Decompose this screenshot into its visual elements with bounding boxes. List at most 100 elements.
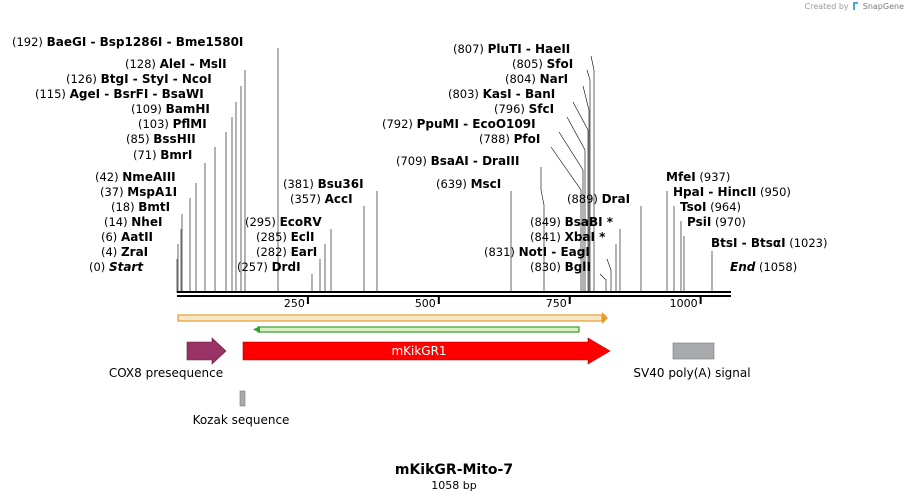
- site-label[interactable]: (807) PluTI - HaeII: [453, 42, 570, 56]
- site-position: (831): [484, 245, 519, 259]
- site-name: BsaAI: [431, 154, 469, 168]
- site-name: DrdI: [272, 260, 301, 274]
- site-name: DraIII: [482, 154, 519, 168]
- site-position: (6): [101, 230, 121, 244]
- site-name: AgeI: [70, 87, 100, 101]
- site-label[interactable]: (805) SfoI: [512, 57, 573, 71]
- site-label[interactable]: (841) XbaI *: [530, 230, 606, 244]
- site-position: (103): [138, 117, 173, 131]
- site-position: (709): [396, 154, 431, 168]
- site-label[interactable]: (295) EcoRV: [245, 215, 322, 229]
- site-label[interactable]: (14) NheI: [104, 215, 162, 229]
- site-name: BtsαI: [751, 236, 786, 250]
- site-name: DraI: [602, 192, 630, 206]
- site-label[interactable]: TsoI (964): [680, 200, 741, 214]
- site-separator: -: [169, 72, 182, 86]
- site-label[interactable]: (796) SfcI: [494, 102, 554, 116]
- site-label[interactable]: (257) DrdI: [237, 260, 301, 274]
- site-label[interactable]: (37) MspA1I: [100, 185, 177, 199]
- site-label[interactable]: (849) BsaBI *: [530, 215, 614, 229]
- site-label[interactable]: (6) AatII: [101, 230, 153, 244]
- site-name: BamHI: [166, 102, 210, 116]
- site-label[interactable]: (18) BmtI: [111, 200, 170, 214]
- site-position: (841): [530, 230, 565, 244]
- site-label[interactable]: (4) ZraI: [101, 245, 148, 259]
- site-name: PluTI: [488, 42, 522, 56]
- site-name: Bsp1286I: [100, 35, 163, 49]
- site-separator: -: [459, 117, 472, 131]
- site-position: (4): [101, 245, 121, 259]
- site-label[interactable]: (282) EarI: [256, 245, 317, 259]
- feature-cox8-arrow[interactable]: [186, 337, 227, 365]
- site-label[interactable]: (830) BglI: [530, 260, 591, 274]
- site-label[interactable]: (126) BtgI - StyI - NcoI: [66, 72, 212, 86]
- site-label[interactable]: (109) BamHI: [131, 102, 210, 116]
- site-name: NheI: [131, 215, 162, 229]
- site-position: (937): [696, 170, 731, 184]
- site-label[interactable]: (85) BssHII: [126, 132, 196, 146]
- site-name: BaeGI: [47, 35, 87, 49]
- site-label[interactable]: (889) DraI: [567, 192, 630, 206]
- site-label[interactable]: (103) PflMI: [138, 117, 207, 131]
- site-label[interactable]: (381) Bsu36I: [283, 177, 364, 191]
- feature-sv40-box[interactable]: [672, 342, 715, 360]
- site-label[interactable]: (831) NotI - EagI: [484, 245, 590, 259]
- site-label[interactable]: (788) PfoI: [479, 132, 540, 146]
- site-label[interactable]: (803) KasI - BanI: [448, 87, 555, 101]
- site-label[interactable]: (639) MscI: [436, 177, 501, 191]
- snapgene-credit: Created by SnapGene: [805, 1, 904, 11]
- site-name: AccI: [325, 192, 353, 206]
- site-label[interactable]: (357) AccI: [290, 192, 353, 206]
- site-separator: -: [86, 35, 99, 49]
- site-name: Bsu36I: [318, 177, 364, 191]
- site-position: (964): [706, 200, 741, 214]
- site-name: BmtI: [138, 200, 170, 214]
- site-position: (1023): [786, 236, 828, 250]
- site-name: BmrI: [160, 148, 192, 162]
- site-name: SfoI: [547, 57, 574, 71]
- site-position: (109): [131, 102, 166, 116]
- site-label[interactable]: (42) NmeAIII: [95, 170, 176, 184]
- restriction-site-labels: (192) BaeGI - Bsp1286I - Bme1580I (128) A…: [12, 35, 827, 274]
- site-position: (192): [12, 35, 47, 49]
- site-label[interactable]: PsiI (970): [687, 215, 746, 229]
- site-position: (126): [66, 72, 101, 86]
- site-name: TsoI: [680, 200, 706, 214]
- site-label[interactable]: (115) AgeI - BsrFI - BsaWI: [35, 87, 204, 101]
- site-label[interactable]: (709) BsaAI - DraIII: [396, 154, 519, 168]
- site-name: MscI: [471, 177, 502, 191]
- site-label[interactable]: (71) BmrI: [133, 148, 192, 162]
- site-name: BssHII: [153, 132, 195, 146]
- site-label[interactable]: BtsI - BtsαI (1023): [711, 236, 827, 250]
- feature-label-kozak: Kozak sequence: [193, 413, 290, 427]
- site-label[interactable]: MfeI (937): [666, 170, 730, 184]
- orf-inner-arrowhead-icon: [253, 326, 260, 333]
- site-name: BtsI: [711, 236, 738, 250]
- site-position: (1058): [755, 260, 797, 274]
- plasmid-length: 1058 bp: [431, 479, 476, 492]
- plasmid-name: mKikGR-Mito-7: [395, 462, 513, 478]
- site-position: (796): [494, 102, 529, 116]
- site-label[interactable]: HpaI - HincII (950): [673, 185, 791, 199]
- feature-mkikgr1-arrow[interactable]: [242, 337, 611, 365]
- site-separator: -: [512, 87, 525, 101]
- site-position: (42): [95, 170, 122, 184]
- site-position: (37): [100, 185, 127, 199]
- site-position: (282): [256, 245, 291, 259]
- site-name: BsaBI *: [565, 215, 614, 229]
- site-name: MfeI: [666, 170, 696, 184]
- site-label[interactable]: (285) EclI: [256, 230, 314, 244]
- site-position: (970): [711, 215, 746, 229]
- site-position: (18): [111, 200, 138, 214]
- site-name: MspA1I: [127, 185, 177, 199]
- site-label[interactable]: (792) PpuMI - EcoO109I: [382, 117, 536, 131]
- site-label[interactable]: End (1058): [730, 260, 797, 274]
- site-label[interactable]: (0) Start: [89, 260, 144, 274]
- feature-kozak-box[interactable]: [239, 390, 246, 407]
- site-name: ZraI: [121, 245, 148, 259]
- site-label[interactable]: (804) NarI: [505, 72, 568, 86]
- site-label[interactable]: (128) AleI - MslI: [125, 57, 227, 71]
- ruler-tick-label: 750: [546, 297, 567, 310]
- site-label[interactable]: (192) BaeGI - Bsp1286I - Bme1580I: [12, 35, 243, 49]
